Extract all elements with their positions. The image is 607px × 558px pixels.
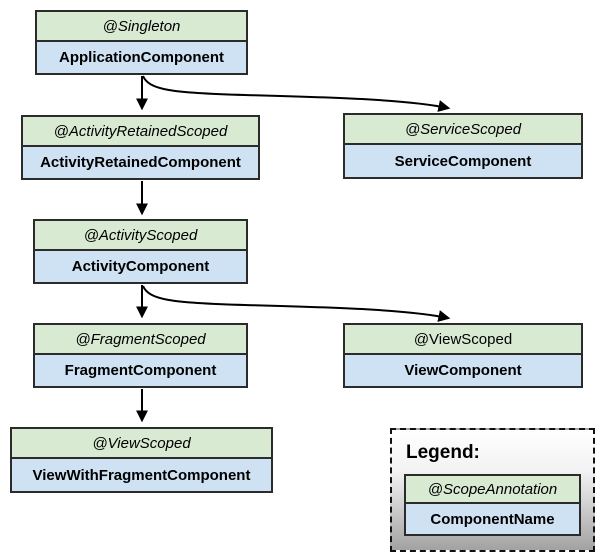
scope-annotation-label: @ActivityScoped <box>35 221 246 251</box>
legend-sample-node: @ScopeAnnotation ComponentName <box>404 474 581 536</box>
node-activity-component: @ActivityScoped ActivityComponent <box>33 219 248 284</box>
legend-title: Legend: <box>406 442 480 463</box>
arrow-application-to-service <box>142 75 451 112</box>
component-name-label: ApplicationComponent <box>37 42 246 73</box>
legend-scope-annotation-label: @ScopeAnnotation <box>406 476 579 504</box>
node-application-component: @Singleton ApplicationComponent <box>35 10 248 75</box>
scope-annotation-label: @FragmentScoped <box>35 325 246 355</box>
scope-annotation-label: @ServiceScoped <box>345 115 581 145</box>
component-name-label: ServiceComponent <box>345 145 581 177</box>
scope-annotation-label: @ViewScoped <box>12 429 271 459</box>
legend-box: Legend: @ScopeAnnotation ComponentName <box>390 428 595 552</box>
node-view-with-fragment-component: @ViewScoped ViewWithFragmentComponent <box>10 427 273 493</box>
scope-annotation-label: @ViewScoped <box>345 325 581 355</box>
node-fragment-component: @FragmentScoped FragmentComponent <box>33 323 248 388</box>
component-name-label: ViewWithFragmentComponent <box>12 459 271 491</box>
arrow-activity-to-view <box>142 285 451 322</box>
node-view-component: @ViewScoped ViewComponent <box>343 323 583 388</box>
legend-component-name-label: ComponentName <box>406 504 579 534</box>
component-name-label: FragmentComponent <box>35 355 246 386</box>
scope-annotation-label: @ActivityRetainedScoped <box>23 117 258 147</box>
node-service-component: @ServiceScoped ServiceComponent <box>343 113 583 179</box>
component-name-label: ActivityComponent <box>35 251 246 282</box>
scope-annotation-label: @Singleton <box>37 12 246 42</box>
node-activity-retained-component: @ActivityRetainedScoped ActivityRetained… <box>21 115 260 180</box>
component-name-label: ViewComponent <box>345 355 581 386</box>
component-name-label: ActivityRetainedComponent <box>23 147 258 178</box>
